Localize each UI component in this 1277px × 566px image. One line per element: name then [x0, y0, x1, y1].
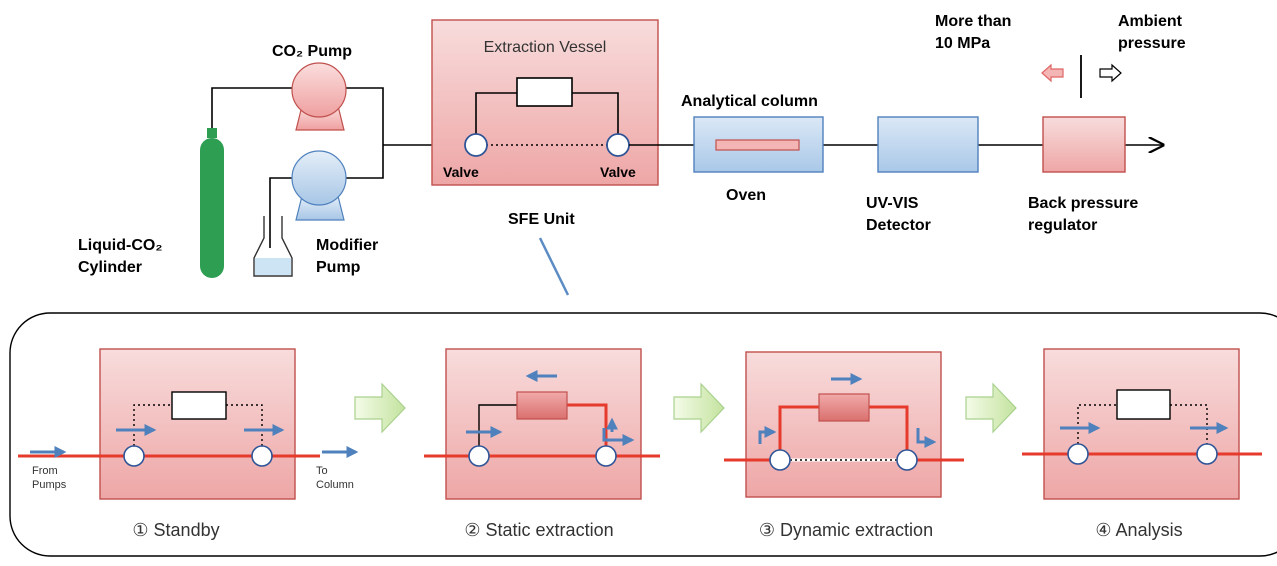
sfe-pointer-line	[538, 237, 570, 296]
from-label-line2: Pumps	[32, 479, 67, 491]
step-arrow-icon-1	[354, 382, 406, 434]
modifier-label-line2: Pump	[316, 259, 361, 276]
step-analysis-diagram	[1022, 348, 1262, 500]
valve-left-icon	[464, 133, 488, 157]
pressure-high-line2: 10 MPa	[935, 35, 990, 52]
valve-left-label: Valve	[443, 164, 479, 180]
vessel-bypass-line	[475, 92, 619, 145]
regulator-label-line2: regulator	[1028, 217, 1097, 234]
modifier-pump-icon	[291, 150, 347, 221]
detector-label-line2: Detector	[866, 217, 931, 234]
cylinder-label-line1: Liquid-CO₂	[78, 237, 162, 254]
valve-right-icon	[606, 133, 630, 157]
step-label-dynamic: ③ Dynamic extraction	[759, 520, 933, 540]
co2-cylinder-icon	[200, 128, 224, 278]
step-label-analysis: ④ Analysis	[1095, 520, 1182, 540]
pump-line-right	[346, 87, 384, 179]
step-standby-diagram	[18, 348, 359, 500]
regulator-box	[1042, 116, 1126, 173]
regulator-label-line1: Back pressure	[1028, 195, 1138, 212]
step-arrow-icon-3	[965, 382, 1017, 434]
step-dynamic-diagram	[724, 351, 964, 498]
modifier-label-line1: Modifier	[316, 237, 378, 254]
right-arrow-icon	[1099, 63, 1122, 83]
cylinder-label-line2: Cylinder	[78, 259, 142, 276]
pressure-ambient-line1: Ambient	[1118, 13, 1183, 30]
co2-pump-label: CO₂ Pump	[272, 43, 352, 60]
detector-label-line1: UV-VIS	[866, 195, 919, 212]
oven-label: Oven	[726, 187, 766, 204]
sfe-unit-label: SFE Unit	[508, 211, 575, 228]
modifier-bottle-icon	[253, 216, 293, 277]
pressure-ambient-line2: pressure	[1118, 35, 1186, 52]
from-label-line1: From	[32, 465, 58, 477]
step-label-standby: ① Standby	[132, 520, 219, 540]
analytical-column-label: Analytical column	[681, 93, 818, 110]
to-label-line2: Column	[316, 479, 354, 491]
extraction-vessel-label: Extraction Vessel	[484, 39, 607, 56]
step-arrow-icon-2	[673, 382, 725, 434]
valve-right-label: Valve	[600, 164, 636, 180]
to-label-line1: To	[316, 465, 328, 477]
pump-line-top-left	[211, 87, 292, 134]
co2-pump-icon	[291, 62, 347, 131]
pressure-high-line1: More than	[935, 13, 1011, 30]
sfe-steps-panel	[9, 312, 1277, 557]
analytical-column-icon	[715, 139, 800, 151]
step-label-static: ② Static extraction	[464, 520, 613, 540]
step-static-diagram	[424, 348, 660, 500]
detector-box	[877, 116, 979, 173]
left-arrow-icon	[1041, 63, 1064, 83]
modifier-line	[269, 177, 292, 248]
vessel-chamber	[516, 77, 573, 107]
